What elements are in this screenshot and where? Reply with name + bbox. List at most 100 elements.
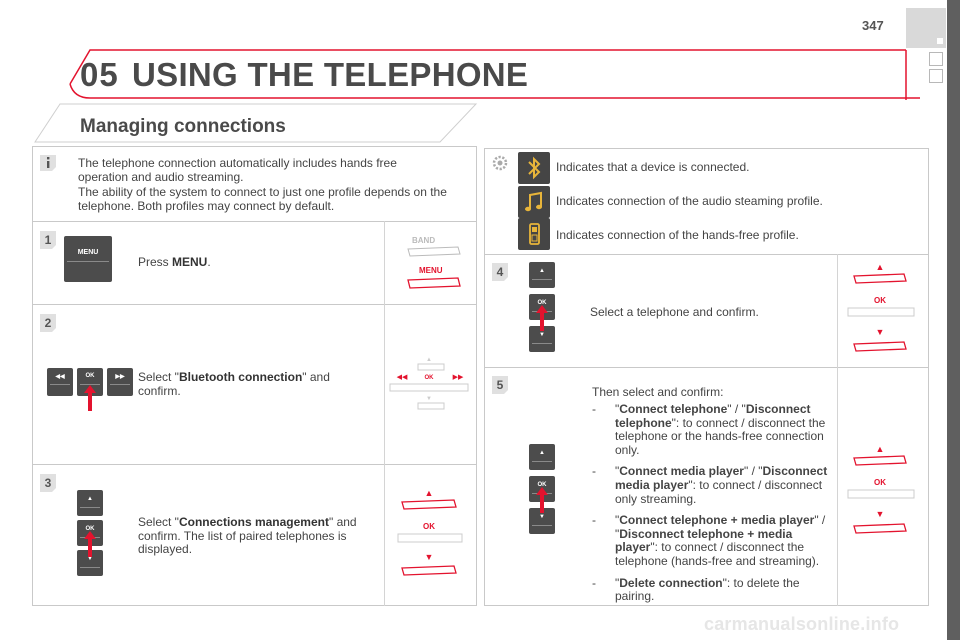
ill2-down-arrow: ▼ [426, 396, 432, 402]
step-1-number: 1 [45, 233, 52, 247]
side-strip [947, 0, 960, 640]
intro-paragraph-1: The telephone connection automatically i… [78, 156, 397, 184]
next-key-line [110, 384, 130, 385]
up-ok-down-illustration-step4: ▲ OK ▼ [847, 262, 915, 352]
section-grey-line [34, 103, 478, 143]
press-arrow-step4 [536, 305, 548, 331]
step-4-badge: 4 [492, 263, 508, 281]
step-2-text: Select "Bluetooth connection" and confir… [138, 370, 330, 398]
down-key-step5-line [532, 525, 552, 526]
down-key-label: ▼ [87, 556, 93, 562]
step-2-badge: 2 [40, 314, 56, 332]
up-key-step4-line [532, 279, 552, 280]
ok-key-step3-label: OK [85, 526, 95, 532]
divider-step2 [32, 464, 477, 465]
down-key-line [80, 567, 100, 568]
list-item: "Connect media player" / "Disconnect med… [592, 465, 832, 506]
info-icon [40, 155, 56, 171]
menu-key-label: MENU [77, 249, 99, 256]
ill4-ok-label: OK [874, 296, 886, 305]
ill2-next-arrow: ▶▶ [453, 374, 464, 381]
list-item: "Connect telephone + media player" / "Di… [592, 513, 832, 568]
list-item: "Connect telephone" / "Disconnect teleph… [592, 402, 832, 457]
menu-label: MENU [419, 266, 443, 275]
ill4-up-arrow: ▲ [876, 262, 885, 272]
watermark: carmanualsonline.info [704, 614, 900, 634]
ill2-up-arrow: ▲ [426, 357, 432, 363]
header-red-curve [69, 83, 920, 99]
step-1-badge: 1 [40, 231, 56, 249]
band-label: BAND [412, 236, 435, 245]
up-key-step4-label: ▲ [539, 268, 545, 274]
ill3-up-arrow: ▲ [425, 488, 434, 498]
up-key-label: ▲ [87, 496, 93, 502]
up-key-step5-label: ▲ [539, 450, 545, 456]
menu-key-line [67, 261, 109, 262]
indicator-text-audio: Indicates connection of the audio steami… [556, 194, 823, 208]
ok-key-step4-label: OK [537, 300, 547, 306]
step-3-text: Select "Connections management" and conf… [138, 515, 357, 557]
down-key-step5-label: ▼ [539, 514, 545, 520]
step-3-badge: 3 [40, 474, 56, 492]
side-box-bottom [929, 69, 943, 83]
list-item: "Delete connection": to delete the pairi… [592, 576, 832, 604]
prev-key-line [50, 384, 70, 385]
settings-gear-icon [492, 155, 508, 171]
phone-icon [518, 218, 550, 250]
right-illustration-column [837, 254, 838, 606]
up-ok-down-illustration-step3: ▲ OK ▼ [397, 488, 463, 576]
prev-key-photo: ◀◀ [47, 368, 73, 396]
down-key-step4-line [532, 343, 552, 344]
next-key-photo: ▶▶ [107, 368, 133, 396]
bluetooth-icon [518, 152, 550, 184]
ok-key-line [80, 384, 100, 385]
page-number: 347 [862, 18, 884, 33]
step-5-number: 5 [497, 378, 504, 392]
left-panel [32, 146, 477, 606]
ill2-prev-arrow: ◀◀ [397, 374, 408, 381]
header-red-line [69, 49, 907, 100]
up-key-step4-photo: ▲ [529, 262, 555, 288]
chapter-number: 05 [80, 56, 119, 93]
step-2-number: 2 [45, 316, 52, 330]
chapter-title: USING THE TELEPHONE [132, 56, 529, 93]
music-note-icon [518, 186, 550, 218]
intro-paragraph-2: The ability of the system to connect to … [78, 185, 447, 213]
step-5-badge: 5 [492, 376, 508, 394]
step-1-text: Press MENU. [138, 255, 211, 269]
ok-key-label: OK [85, 373, 95, 379]
ill5-up-arrow: ▲ [876, 444, 885, 454]
up-key-step5-line [532, 461, 552, 462]
ill4-down-arrow: ▼ [876, 327, 885, 337]
step-5-intro: Then select and confirm: [592, 385, 724, 399]
indicator-text-bluetooth: Indicates that a device is connected. [556, 160, 750, 174]
divider-step4 [484, 367, 929, 368]
press-arrow-step5 [536, 487, 548, 513]
press-arrow-step2 [84, 385, 96, 411]
section-title: Managing connections [80, 116, 286, 137]
side-box-top [929, 52, 943, 66]
up-key-photo: ▲ [77, 490, 103, 516]
divider-step1 [32, 304, 477, 305]
prev-ok-next-illustration: ▲ ◀◀ OK ▶▶ ▼ [389, 357, 469, 410]
indicator-text-hands-free: Indicates connection of the hands-free p… [556, 228, 799, 242]
divider-indicators [484, 254, 929, 255]
corner-tab-dot [937, 38, 943, 44]
divider-intro [32, 221, 477, 222]
prev-key-label: ◀◀ [55, 374, 65, 380]
menu-key-photo: MENU [64, 236, 112, 282]
up-key-line [80, 507, 100, 508]
step-4-text: Select a telephone and confirm. [590, 305, 759, 319]
left-illustration-column [384, 221, 385, 606]
connection-options-list: "Connect telephone" / "Disconnect teleph… [592, 402, 832, 612]
ill5-down-arrow: ▼ [876, 509, 885, 519]
ill2-ok-label: OK [425, 375, 435, 381]
menu-band-illustration: BAND MENU [407, 236, 461, 289]
header-decoration [34, 49, 920, 143]
step-4-number: 4 [497, 265, 504, 279]
down-key-step4-label: ▼ [539, 332, 545, 338]
ill3-down-arrow: ▼ [425, 552, 434, 562]
corner-tab [906, 8, 946, 48]
up-key-step5-photo: ▲ [529, 444, 555, 470]
ill5-ok-label: OK [874, 478, 886, 487]
